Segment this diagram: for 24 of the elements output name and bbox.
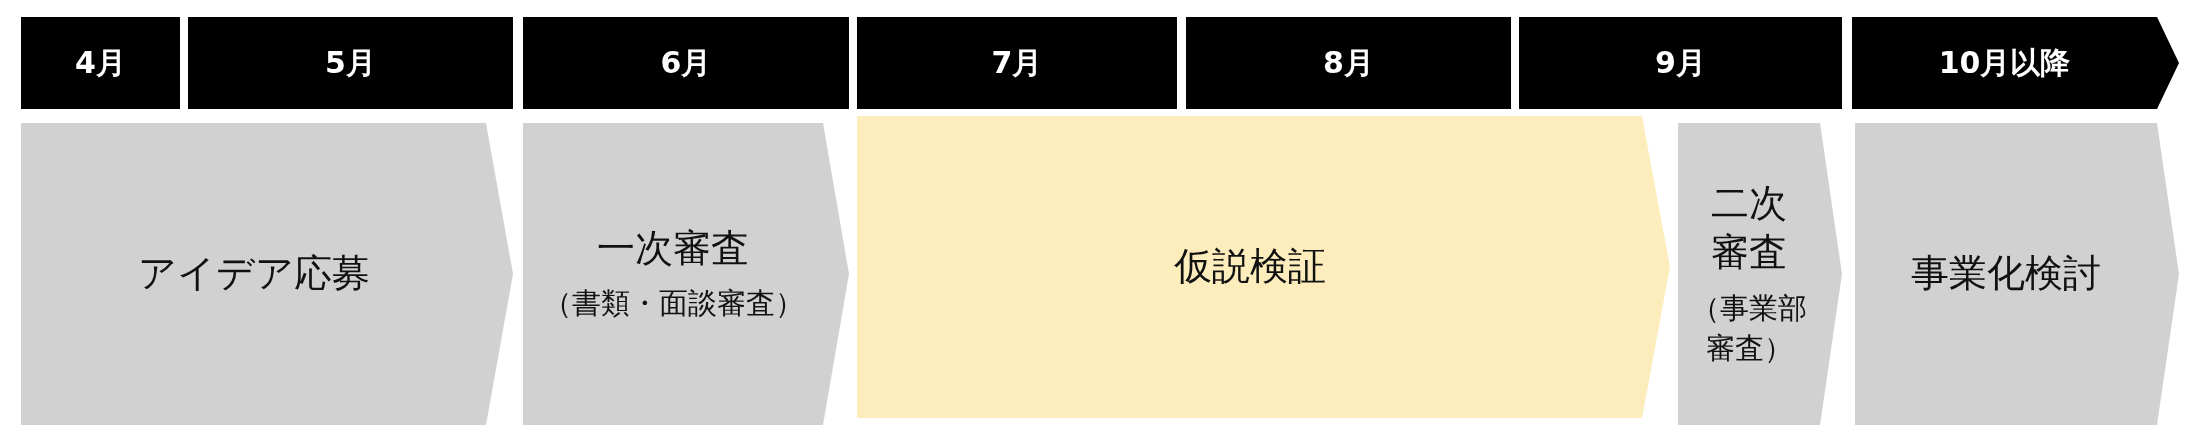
month-box	[1519, 17, 1842, 109]
phase-pentagon	[1855, 123, 2179, 425]
phase-pentagon	[523, 123, 849, 425]
month-pentagon	[1852, 17, 2179, 109]
month-label: 10月以降	[1938, 43, 2071, 82]
month-label: 8月	[1323, 43, 1374, 82]
month-box	[188, 17, 513, 109]
phase-title: 事業化検討	[1911, 250, 2101, 298]
phase-pentagon	[1678, 123, 1842, 425]
phase-title: 二次審査	[1710, 180, 1788, 277]
phase-title: 一次審査	[597, 225, 749, 272]
month-label: 4月	[75, 43, 126, 82]
month-box	[1186, 17, 1511, 109]
phase-title: 仮説検証	[1173, 243, 1326, 291]
month-label: 9月	[1655, 43, 1706, 82]
month-box	[523, 17, 849, 109]
month-box	[21, 17, 180, 109]
month-label: 6月	[660, 43, 712, 82]
phase-note: （事業部審査）	[1690, 289, 1808, 368]
phase-note: （書類・面談審査）	[542, 285, 804, 323]
month-label: 5月	[325, 43, 376, 82]
month-label: 7月	[991, 43, 1043, 82]
phase-title: アイデア応募	[137, 250, 370, 298]
month-box	[857, 17, 1177, 109]
